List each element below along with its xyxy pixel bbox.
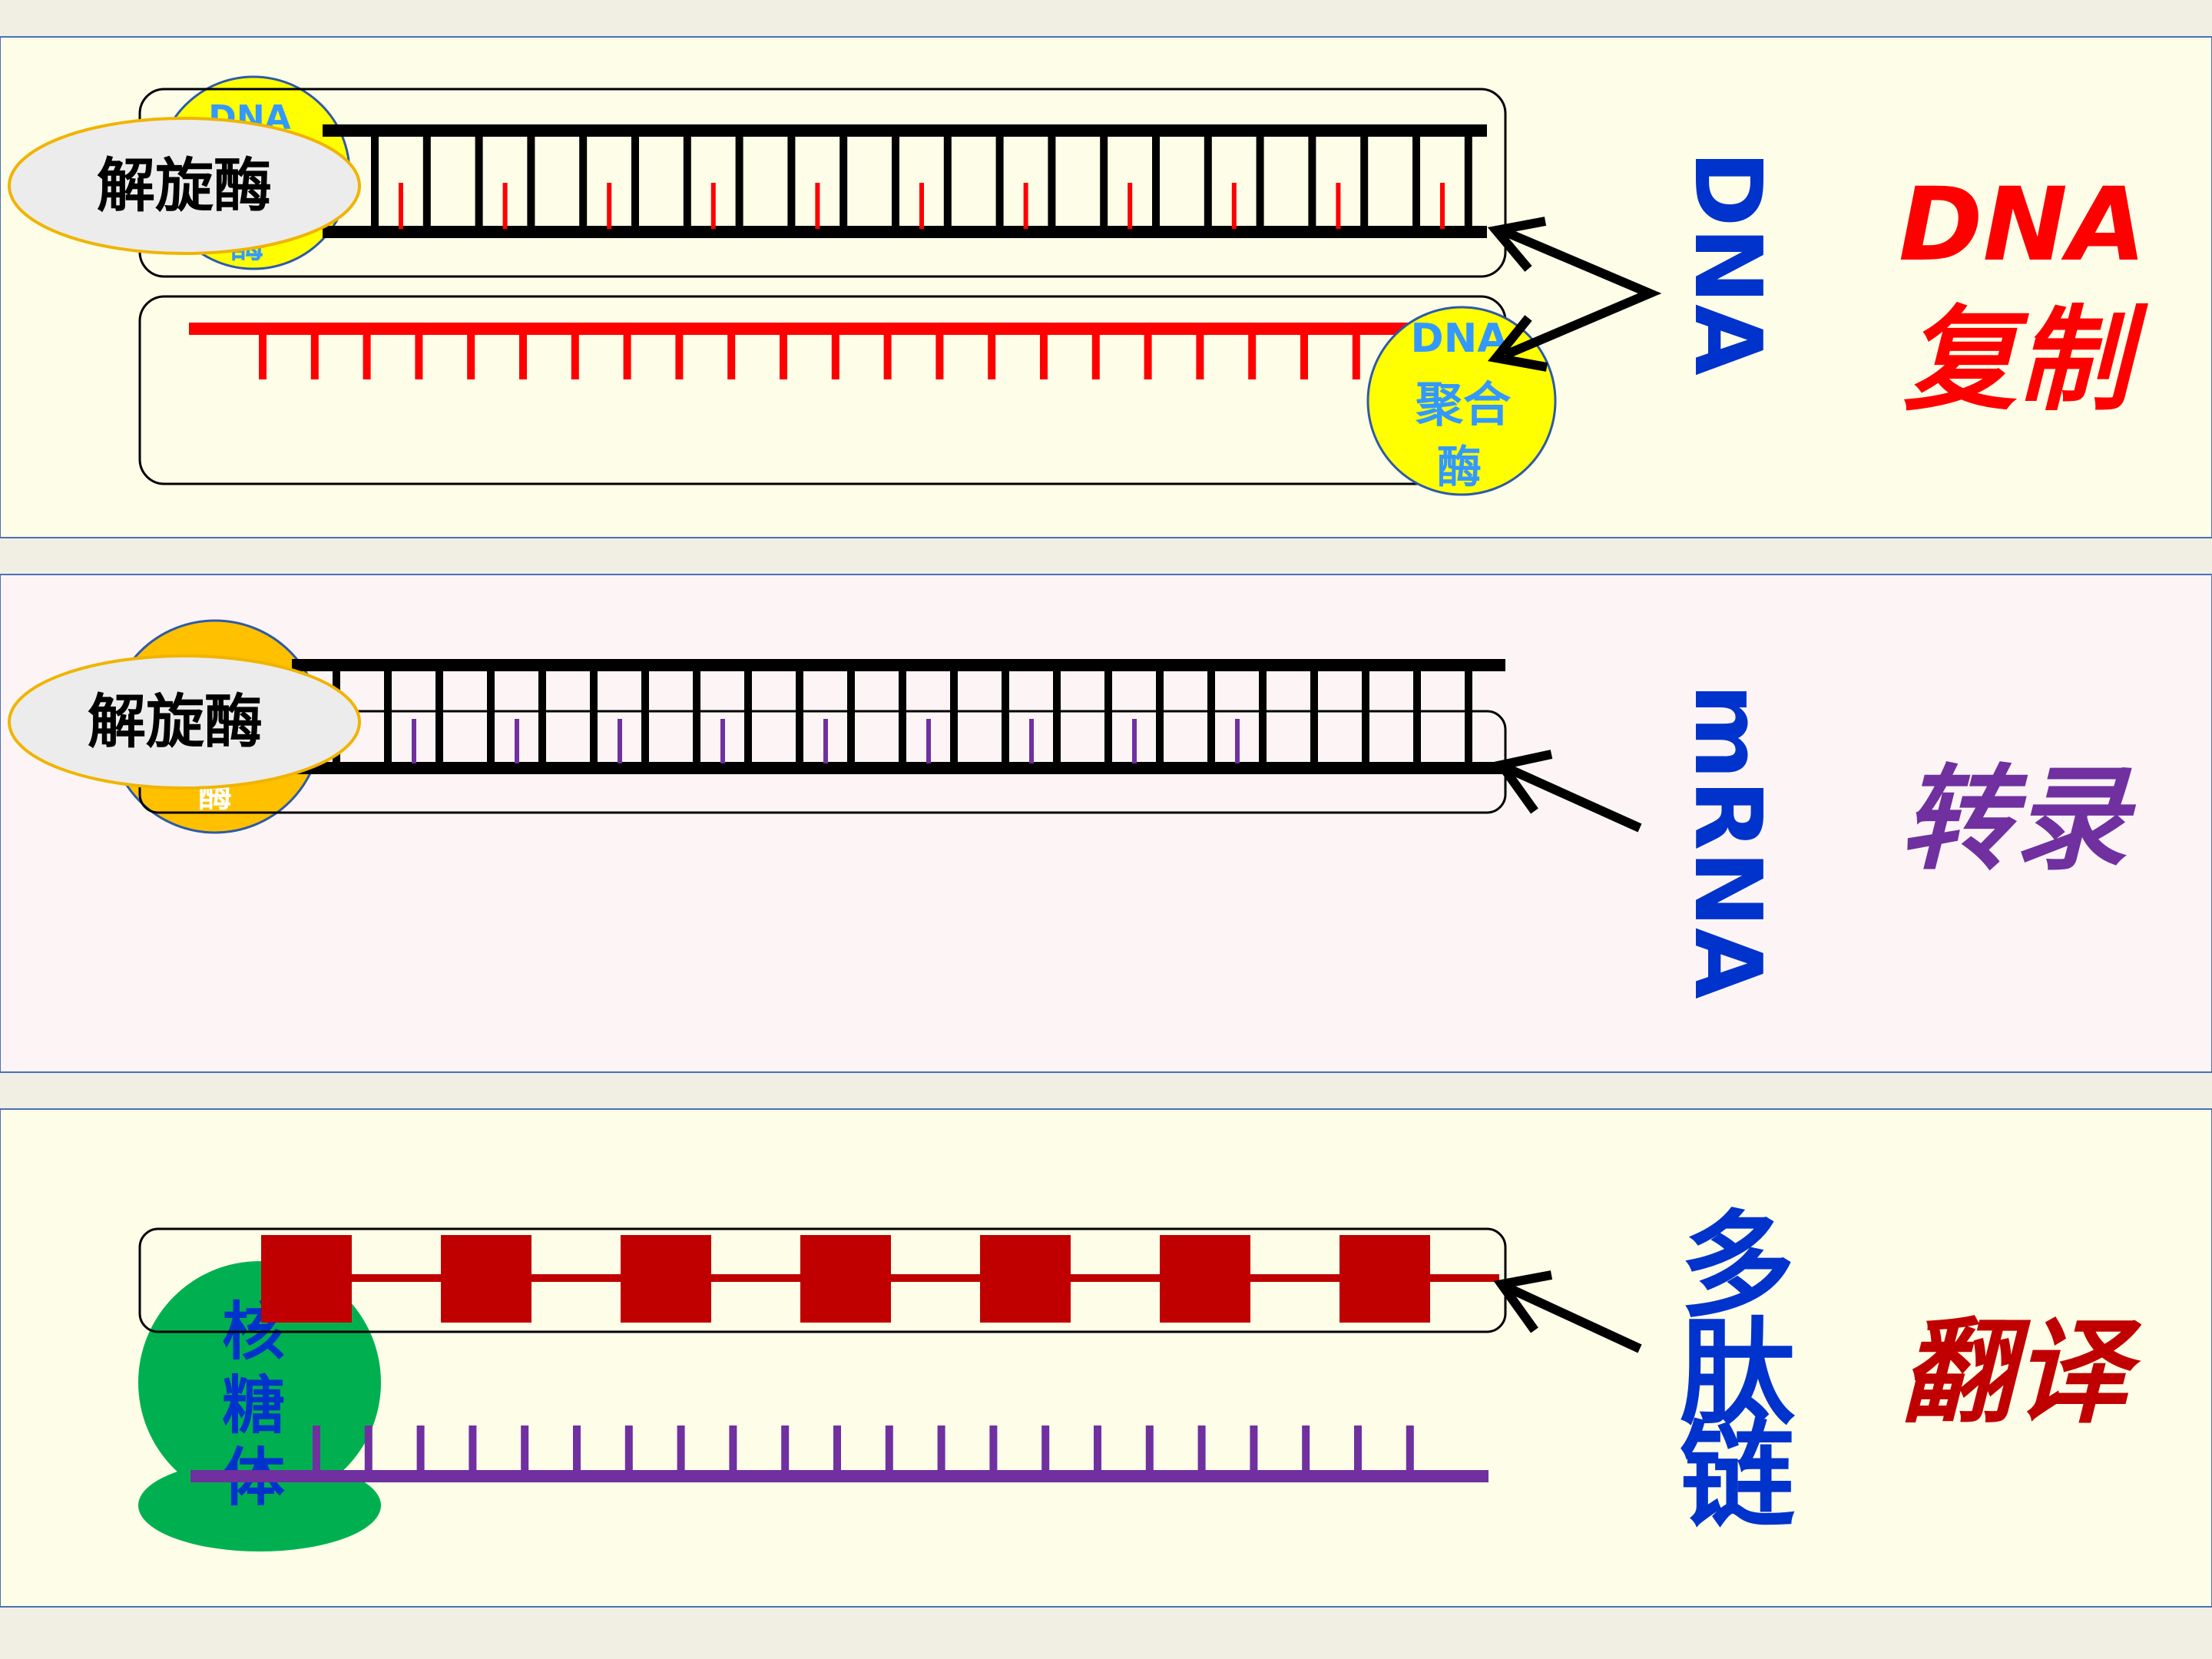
translation-product-label-1: 多 (1680, 1198, 1795, 1333)
transcription-process-label: 转录 (1900, 752, 2137, 886)
transcription-helicase-ellipse (8, 654, 361, 790)
amino-acid (261, 1235, 352, 1323)
amino-acid (800, 1235, 891, 1323)
amino-acid (1339, 1235, 1430, 1323)
translation-product-label-2: 肽 (1680, 1306, 1796, 1441)
transcription-arrow-line (1505, 763, 1642, 833)
replication-dna-ladder (323, 124, 1487, 238)
translation-product-label-3: 链 (1680, 1409, 1795, 1544)
panel-replication (0, 36, 2212, 538)
translation-arrow-line (1505, 1283, 1642, 1353)
translation-process-label: 翻译 (1900, 1305, 2142, 1439)
transcription-arrowhead (1493, 750, 1553, 814)
transcription-helicase-label: 解旋酶 (88, 687, 263, 756)
amino-acid (621, 1235, 711, 1323)
translation-arrowhead (1493, 1270, 1553, 1333)
transcription-group: 酶 解旋酶 mRNA 转录 (8, 619, 2137, 999)
panel-transcription (0, 574, 2212, 1073)
amino-acid (980, 1235, 1071, 1323)
replication-group: DNA 酶 DNA 聚合 酶 解旋酶 DNA DNA 复制 (8, 75, 2149, 496)
transcription-product-label: mRNA (1674, 684, 1780, 999)
ribosome-label-2: 糖 (222, 1369, 285, 1442)
replication-process-subtitle: 复制 (1903, 293, 2149, 426)
translation-group: 核 糖 体 多 肽 链 翻译 (138, 1198, 2142, 1551)
replication-arrow-lines (1503, 227, 1662, 359)
polymerase-label-1: DNA (1411, 316, 1508, 362)
replication-new-strand (189, 323, 1413, 379)
amino-acid (441, 1235, 531, 1323)
helicase-ellipse (8, 117, 361, 255)
polymerase-label-3: 酶 (1437, 441, 1482, 493)
mrna-strand (190, 1426, 1488, 1482)
helicase-label: 解旋酶 (97, 151, 272, 220)
replication-arrowhead-bottom (1487, 315, 1548, 372)
transcription-dna-ladder (292, 659, 1505, 774)
polypeptide-chain (261, 1235, 1499, 1323)
replication-product-label: DNA (1674, 151, 1780, 376)
replication-process-title: DNA (1899, 166, 2146, 284)
replication-arrowhead-top (1487, 217, 1547, 272)
amino-acid (1160, 1235, 1250, 1323)
polymerase-label-2: 聚合 (1415, 376, 1511, 432)
